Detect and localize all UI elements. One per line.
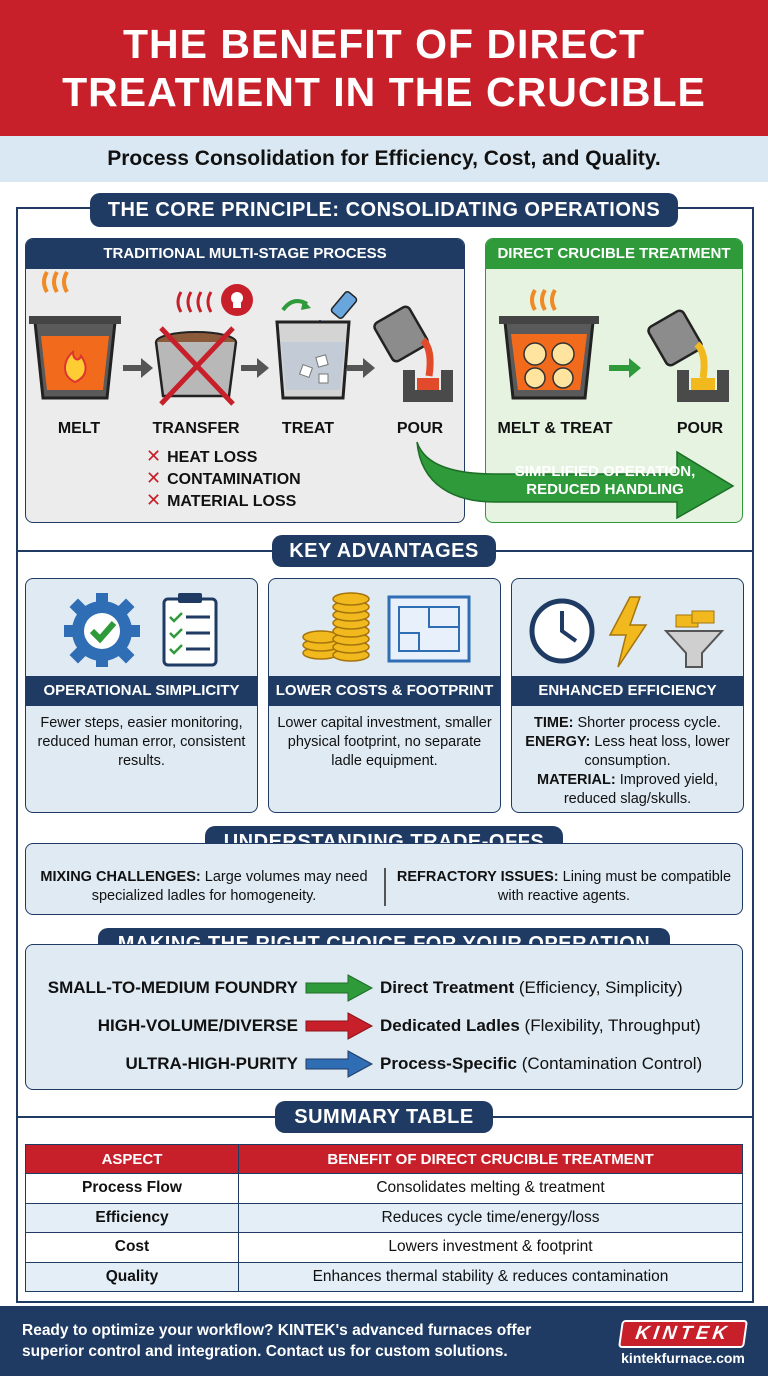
advantage-text: Fewer steps, easier monitoring, reduced …	[37, 715, 246, 769]
table-cell: Consolidates melting & treatment	[238, 1173, 743, 1204]
section-heading-core: THE CORE PRINCIPLE: CONSOLIDATING OPERAT…	[90, 193, 678, 227]
choice-box	[25, 944, 743, 1090]
advantage-title: LOWER COSTS & FOOTPRINT	[269, 676, 500, 706]
table-cell: Efficiency	[25, 1202, 239, 1233]
choice-recommendation: Direct Treatment (Efficiency, Simplicity…	[380, 978, 683, 997]
page-subtitle: Process Consolidation for Efficiency, Co…	[0, 136, 768, 182]
table-cell: Quality	[25, 1261, 239, 1292]
advantage-title: ENHANCED EFFICIENCY	[512, 676, 743, 706]
page-title-line1: THE BENEFIT OF DIRECT	[122, 21, 646, 67]
simplified-operation-text: SIMPLIFIED OPERATION, REDUCED HANDLING	[514, 463, 696, 498]
kintek-logo: KINTEK	[618, 1320, 748, 1348]
arrow-icon	[123, 358, 153, 378]
issue-item: ✕MATERIAL LOSS	[146, 490, 297, 510]
blue-arrow-icon	[305, 1050, 374, 1078]
table-cell: Reduces cycle time/energy/loss	[238, 1202, 743, 1233]
footer-cta-text: Ready to optimize your workflow? KINTEK'…	[22, 1322, 532, 1360]
issue-item: ✕HEAT LOSS	[146, 446, 258, 466]
melt-crucible-icon	[29, 270, 121, 400]
advantage-card-simplicity: OPERATIONAL SIMPLICITY Fewer steps, easi…	[25, 578, 258, 813]
step-label-treat: TREAT	[281, 420, 335, 437]
choice-recommendation: Dedicated Ladles (Flexibility, Throughpu…	[380, 1016, 701, 1035]
clock-bolt-funnel-icon	[529, 596, 725, 668]
pour-ladle-icon	[373, 305, 453, 402]
section-heading-summary: SUMMARY TABLE	[275, 1101, 493, 1133]
step-label-transfer: TRANSFER	[152, 420, 240, 437]
melt-treat-crucible-icon	[499, 288, 599, 400]
choice-scenario: SMALL-TO-MEDIUM FOUNDRY	[47, 978, 298, 997]
traditional-process-title: TRADITIONAL MULTI-STAGE PROCESS	[26, 239, 464, 269]
gear-check-icon	[64, 593, 218, 667]
issue-item: ✕CONTAMINATION	[146, 468, 301, 488]
pour-ladle-icon	[647, 309, 729, 402]
table-cell: Cost	[25, 1232, 239, 1263]
advantage-text: TIME: Shorter process cycle. ENERGY: Les…	[525, 715, 730, 807]
column-header: BENEFIT OF DIRECT CRUCIBLE TREATMENT	[238, 1144, 743, 1174]
red-x-icon: ✕	[146, 446, 162, 466]
arrow-icon	[347, 358, 375, 378]
traditional-process-illustration	[29, 270, 453, 406]
summary-table: ASPECT BENEFIT OF DIRECT CRUCIBLE TREATM…	[25, 1144, 743, 1292]
green-arrow-icon	[305, 974, 374, 1002]
step-label-melt: MELT	[57, 420, 101, 437]
red-x-icon: ✕	[146, 490, 162, 510]
divider	[384, 868, 386, 906]
red-x-icon: ✕	[146, 468, 162, 488]
column-header: ASPECT	[25, 1144, 239, 1174]
page-title-line2: TREATMENT IN THE CRUCIBLE	[62, 69, 706, 115]
tradeoff-mixing: MIXING CHALLENGES: Large volumes may nee…	[40, 869, 368, 904]
table-header-row: ASPECT BENEFIT OF DIRECT CRUCIBLE TREATM…	[25, 1144, 743, 1174]
arrow-icon	[609, 358, 641, 378]
direct-treatment-illustration	[499, 288, 729, 402]
section-heading-advantages: KEY ADVANTAGES	[272, 535, 496, 567]
table-cell: Lowers investment & footprint	[238, 1232, 743, 1263]
table-cell: Process Flow	[25, 1173, 239, 1204]
step-label-pour: POUR	[676, 420, 724, 437]
choice-scenario: ULTRA-HIGH-PURITY	[125, 1054, 299, 1073]
direct-treatment-title: DIRECT CRUCIBLE TREATMENT	[486, 239, 742, 269]
advantage-title: OPERATIONAL SIMPLICITY	[26, 676, 257, 706]
transfer-ladle-icon	[154, 284, 253, 406]
advantage-card-costs: LOWER COSTS & FOOTPRINT Lower capital in…	[268, 578, 501, 813]
arrow-icon	[241, 358, 269, 378]
advantage-card-efficiency: ENHANCED EFFICIENCY TIME: Shorter proces…	[511, 578, 744, 813]
step-label-melt-treat: MELT & TREAT	[497, 420, 613, 437]
advantage-text: Lower capital investment, smaller physic…	[277, 715, 492, 769]
header-banner: THE BENEFIT OF DIRECT TREATMENT IN THE C…	[0, 0, 768, 136]
coins-blueprint-icon	[302, 592, 471, 663]
red-arrow-icon	[305, 1012, 374, 1040]
footer-url-link[interactable]: kintekfurnace.com	[621, 1350, 745, 1366]
simplified-operation-arrow	[416, 441, 735, 520]
treat-crucible-icon	[275, 291, 358, 400]
tradeoff-refractory: REFRACTORY ISSUES: Lining must be compat…	[396, 869, 732, 904]
footer: Ready to optimize your workflow? KINTEK'…	[0, 1306, 768, 1376]
choice-scenario: HIGH-VOLUME/DIVERSE	[97, 1016, 298, 1035]
choice-recommendation: Process-Specific (Contamination Control)	[380, 1054, 703, 1073]
step-label-pour: POUR	[396, 420, 444, 437]
table-cell: Enhances thermal stability & reduces con…	[238, 1261, 743, 1292]
